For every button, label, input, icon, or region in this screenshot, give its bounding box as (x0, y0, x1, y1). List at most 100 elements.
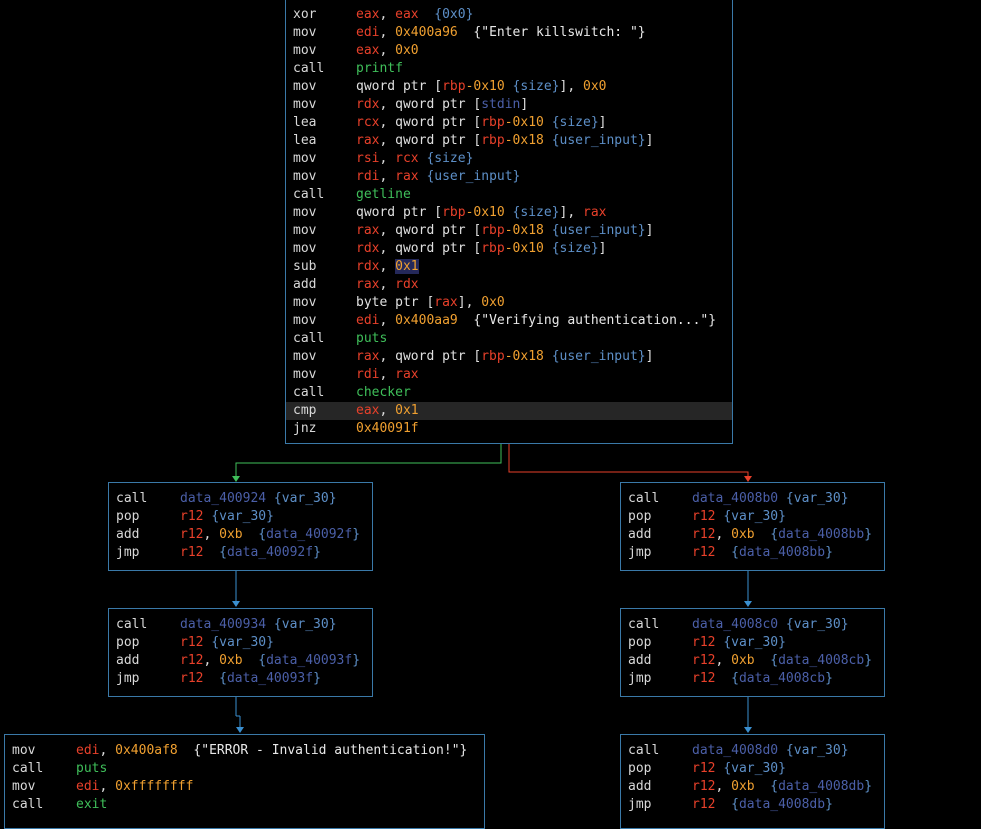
register-token[interactable]: rbp (442, 79, 466, 94)
register-token[interactable]: r12 (692, 635, 716, 650)
register-token[interactable]: rax (395, 367, 419, 382)
register-token[interactable]: rax (434, 295, 458, 310)
data-reference-token[interactable]: data_40092f (266, 527, 353, 542)
register-token[interactable]: rax (356, 349, 380, 364)
register-token[interactable]: r12 (180, 671, 204, 686)
register-token[interactable]: r12 (692, 509, 716, 524)
data-reference-token[interactable]: data_4008bb (778, 527, 865, 542)
data-reference-token[interactable]: data_4008bb (738, 545, 826, 560)
register-token[interactable]: rax (395, 169, 419, 184)
register-token[interactable]: r12 (180, 509, 204, 524)
function-token[interactable]: puts (76, 761, 108, 776)
register-token[interactable]: eax (356, 7, 380, 22)
register-token[interactable]: r12 (180, 635, 204, 650)
register-token[interactable]: rax (583, 205, 607, 220)
register-token[interactable]: r12 (692, 545, 716, 560)
register-token[interactable]: rbp (481, 115, 505, 130)
register-token[interactable]: r12 (180, 653, 204, 668)
register-token[interactable]: r12 (692, 779, 716, 794)
register-token[interactable]: edi (76, 743, 100, 758)
data-reference-token[interactable]: data_40093f (226, 671, 314, 686)
register-token[interactable]: eax (356, 43, 380, 58)
data-reference-token[interactable]: data_400924 (180, 491, 267, 506)
function-token[interactable]: exit (76, 797, 108, 812)
register-token[interactable]: rdx (356, 259, 380, 274)
function-token[interactable]: checker (356, 385, 411, 400)
data-reference-token[interactable]: data_4008db (738, 797, 826, 812)
register-token[interactable]: rsi (356, 151, 380, 166)
register-token[interactable]: r12 (180, 527, 204, 542)
register-token[interactable]: edi (356, 25, 380, 40)
data-reference-token[interactable]: data_40093f (266, 653, 353, 668)
register-token[interactable]: rdi (356, 367, 380, 382)
register-token[interactable]: r12 (180, 545, 204, 560)
register-token[interactable]: rax (356, 223, 380, 238)
register-token[interactable]: edi (356, 313, 380, 328)
register-token[interactable]: rbp (481, 349, 505, 364)
register-token[interactable]: r12 (692, 527, 716, 542)
register-token[interactable]: eax (395, 7, 419, 22)
register-token[interactable]: r12 (692, 797, 716, 812)
data-reference-token[interactable]: data_4008cb (738, 671, 826, 686)
register-token[interactable]: rbp (442, 205, 466, 220)
register-token[interactable]: rbp (481, 223, 505, 238)
data-reference-token[interactable]: data_4008db (778, 779, 865, 794)
register-token[interactable]: r12 (692, 653, 716, 668)
function-token[interactable]: puts (356, 331, 388, 346)
register-token[interactable]: rax (356, 277, 380, 292)
register-token[interactable]: rcx (395, 151, 419, 166)
function-token[interactable]: getline (356, 187, 411, 202)
register-token[interactable]: rdx (356, 97, 380, 112)
register-token[interactable]: rbp (481, 133, 505, 148)
data-reference-token[interactable]: data_4008b0 (692, 491, 779, 506)
register-token[interactable]: eax (356, 403, 380, 418)
register-token[interactable]: rdx (395, 277, 419, 292)
function-token[interactable]: printf (356, 61, 403, 76)
